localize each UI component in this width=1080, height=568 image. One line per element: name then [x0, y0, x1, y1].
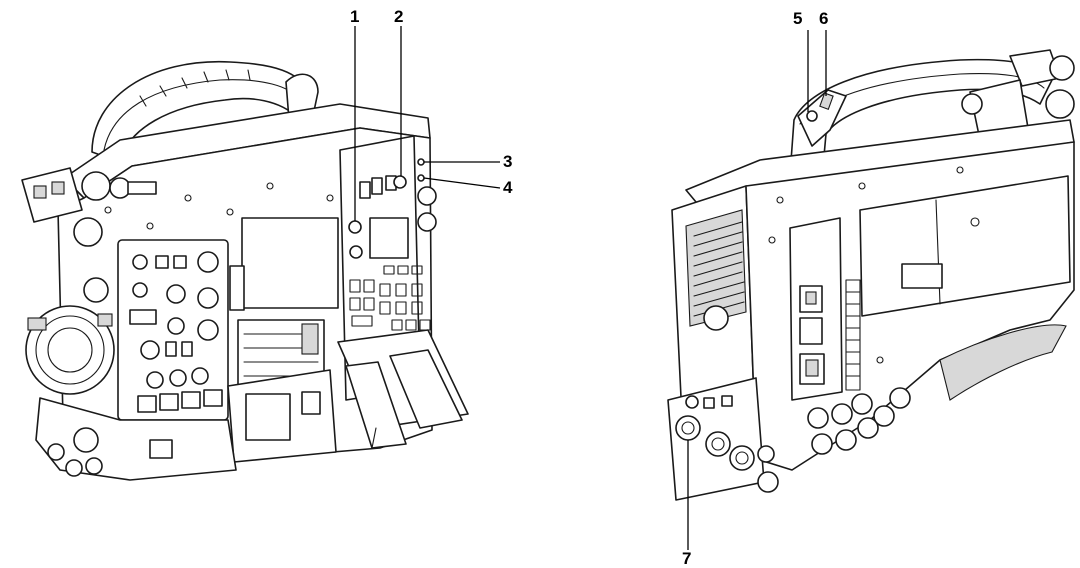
- front-callouts: 1 2 3 4: [350, 7, 513, 221]
- rear-side-door: [789, 217, 843, 401]
- front-viewfinder: [21, 167, 83, 223]
- rear-camera-illustration: [667, 49, 1075, 501]
- front-indicator-3: [417, 158, 425, 166]
- front-base: [35, 397, 237, 481]
- callout-5: 5: [793, 9, 802, 28]
- callout-7: 7: [682, 549, 691, 568]
- callout-6: 6: [819, 9, 828, 28]
- callout-2: 2: [394, 7, 403, 26]
- rear-vent-grille: [845, 279, 861, 391]
- front-left-control-panel: [117, 239, 229, 421]
- front-button-2: [393, 175, 407, 189]
- rear-shoulder-pad: [939, 324, 1067, 401]
- front-camera-illustration: [21, 60, 469, 481]
- callout-3: 3: [503, 152, 512, 171]
- rear-handle-grip: [797, 89, 847, 147]
- rear-side-connectors: [807, 387, 911, 455]
- callout-4: 4: [503, 178, 513, 197]
- rear-connector-panel: [667, 377, 779, 501]
- leader-4: [423, 177, 501, 189]
- rear-button-6: [819, 92, 834, 110]
- front-button-1: [348, 220, 362, 234]
- rear-callouts: 5 6 7: [682, 9, 828, 568]
- callout-1: 1: [350, 7, 359, 26]
- rear-button-5: [806, 110, 818, 122]
- front-flip-screen: [337, 329, 469, 449]
- front-indicator-4: [417, 174, 425, 182]
- front-side-lcd: [241, 217, 339, 309]
- front-lens-mount: [25, 305, 115, 395]
